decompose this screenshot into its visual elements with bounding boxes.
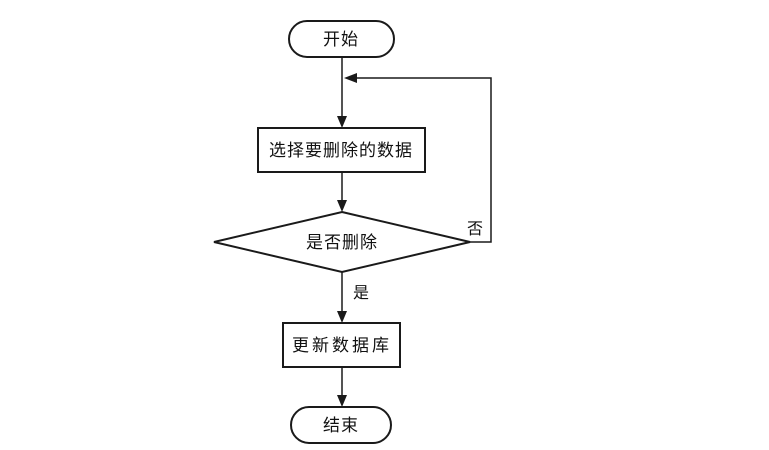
end-node <box>290 406 392 444</box>
arrowhead-into-update <box>337 311 347 323</box>
arrowhead-into-end <box>337 395 347 407</box>
start-node-label: 开始 <box>323 30 359 50</box>
decision-node-label: 是否删除 <box>306 233 378 253</box>
yes-edge-label: 是 <box>353 283 369 302</box>
update-db-node-label: 更新数据库 <box>292 336 392 356</box>
update-db-node <box>282 322 401 368</box>
start-node <box>288 20 395 58</box>
select-data-node <box>257 127 426 173</box>
arrowhead-loopback-left <box>344 73 357 83</box>
no-edge-label: 否 <box>467 219 483 238</box>
arrowhead-into-decision <box>337 200 347 212</box>
end-node-label: 结束 <box>323 416 359 436</box>
decision-node <box>213 210 471 274</box>
edge-no-loopback <box>356 77 492 243</box>
select-data-node-label: 选择要删除的数据 <box>269 141 413 161</box>
arrowhead-into-select <box>337 116 347 128</box>
